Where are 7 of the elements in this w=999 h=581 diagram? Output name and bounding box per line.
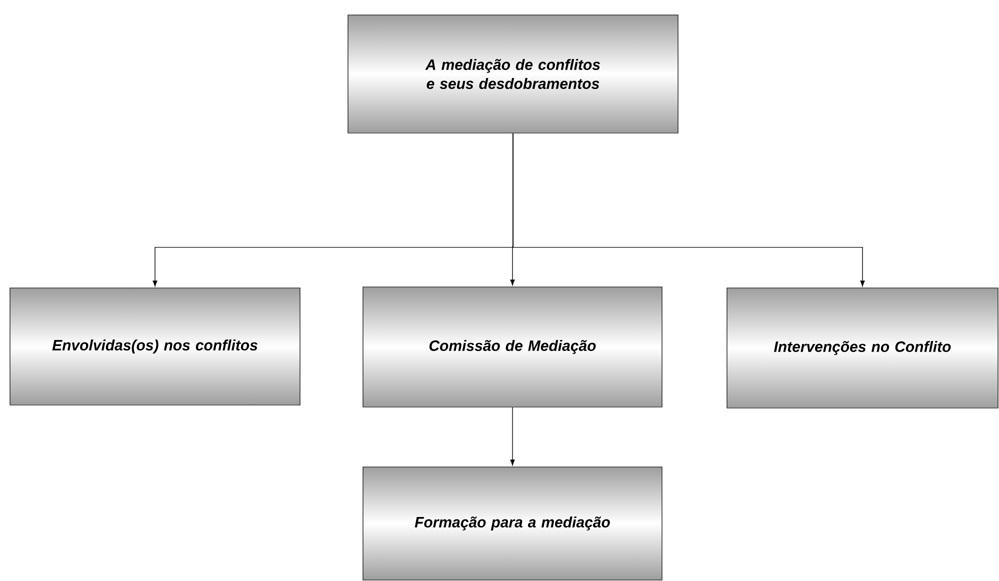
arrow [510,407,515,466]
arrow [512,133,865,286]
process-box: A mediação de conflitos e seus desdobramentos [348,14,678,134]
process-box: Envolvidas(os) nos conflitos [10,288,300,406]
process-box: Formação para a mediação [362,466,662,580]
process-box: Intervenções no Conflito [726,288,998,408]
process-box: Comissão de Mediação [362,286,662,408]
